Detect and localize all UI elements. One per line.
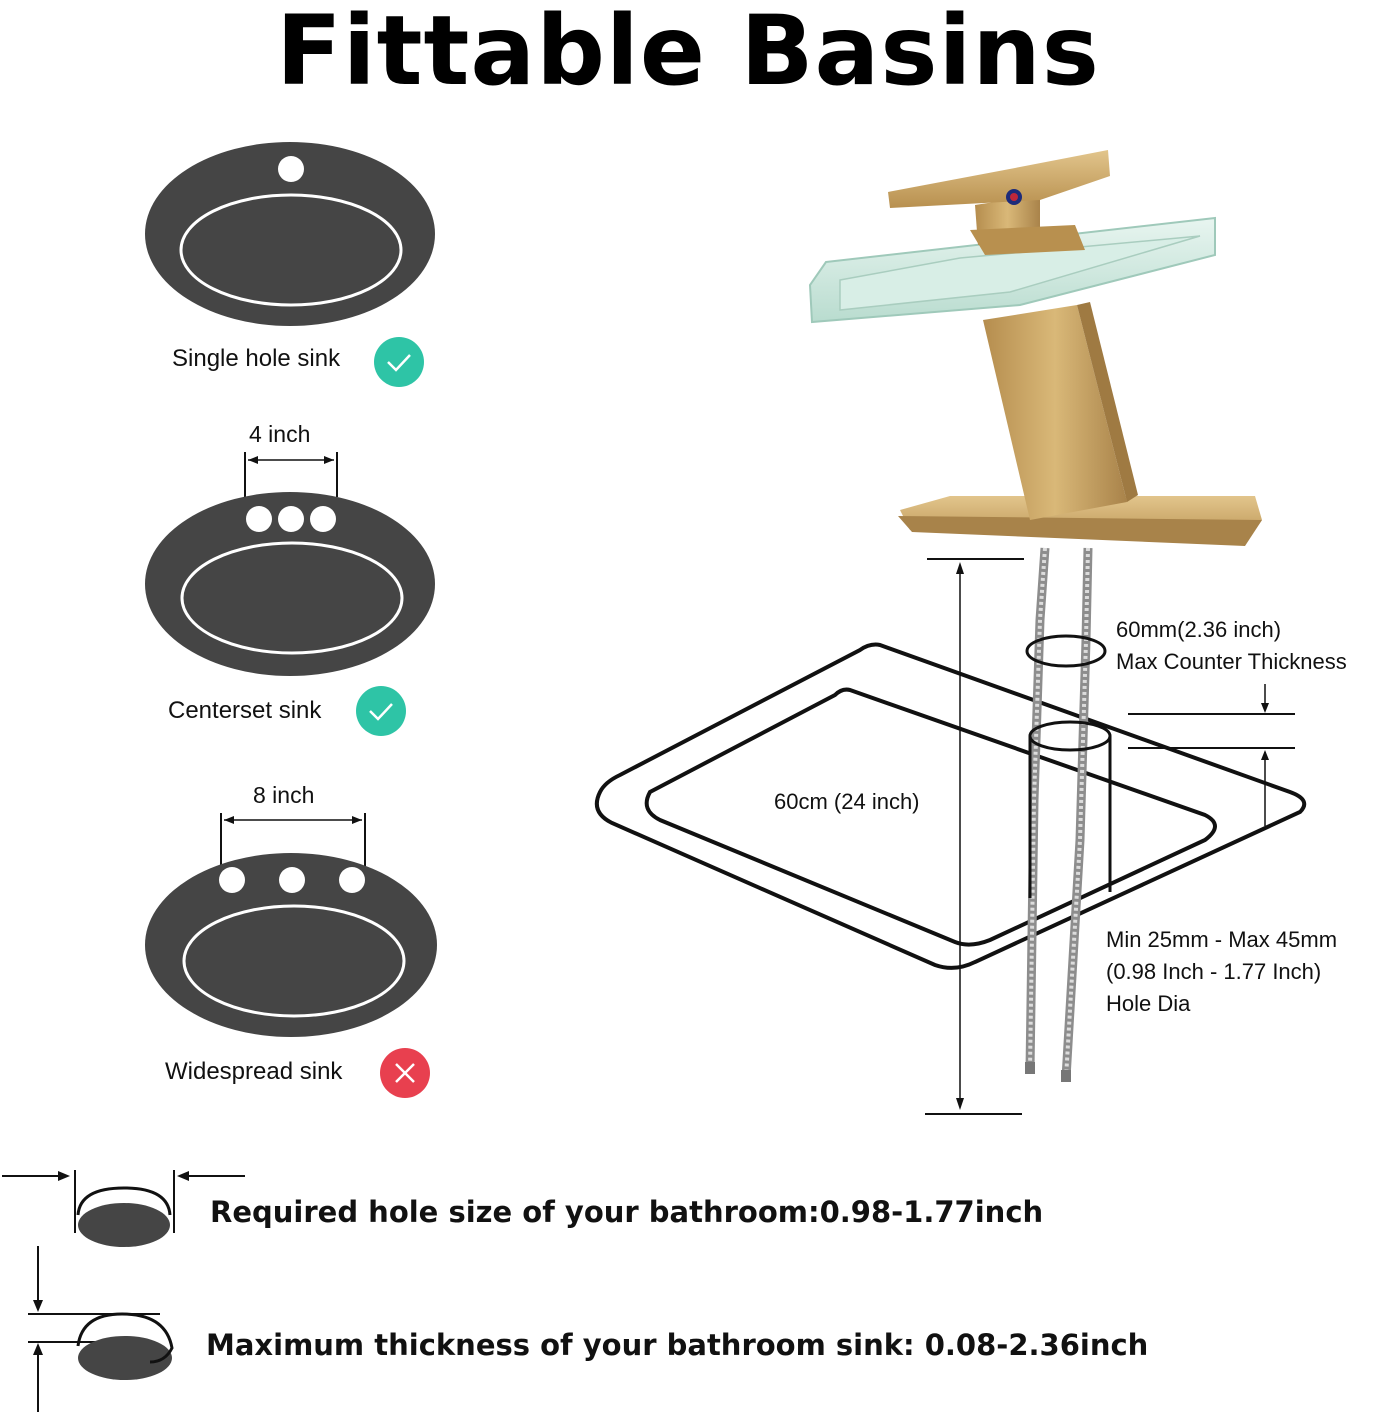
widespread-dimension-arrow <box>220 813 366 868</box>
check-icon <box>356 686 406 736</box>
hole-dia-label: Min 25mm - Max 45mm (0.98 Inch - 1.77 In… <box>1106 924 1337 1020</box>
faucet-installation-diagram <box>595 150 1307 1115</box>
widespread-sink-label: Widespread sink <box>165 1058 343 1085</box>
hole-dia-caption: Hole Dia <box>1106 991 1191 1016</box>
sink-thickness-requirement: Maximum thickness of your bathroom sink:… <box>206 1328 1149 1362</box>
hole-dia-range-mm: Min 25mm - Max 45mm <box>1106 927 1338 952</box>
page-title: Fittable Basins <box>276 0 1100 107</box>
centerset-spacing-label: 4 inch <box>249 421 311 447</box>
single-hole-sink-illustration <box>145 142 435 326</box>
centerset-sink-illustration <box>145 492 435 676</box>
hole-size-requirement: Required hole size of your bathroom:0.98… <box>210 1195 1044 1229</box>
widespread-spacing-label: 8 inch <box>253 782 315 808</box>
check-icon <box>374 337 424 387</box>
centerset-sink-label: Centerset sink <box>168 697 322 724</box>
counter-thickness-value: 60mm(2.36 inch) <box>1116 617 1282 642</box>
counter-thickness-label: 60mm(2.36 inch) Max Counter Thickness <box>1116 614 1347 678</box>
single-hole-sink-label: Single hole sink <box>172 345 341 372</box>
widespread-sink-illustration <box>145 853 437 1037</box>
hole-dia-range-inch: (0.98 Inch - 1.77 Inch) <box>1106 959 1322 984</box>
centerset-dimension-arrow <box>244 452 338 497</box>
counter-thickness-caption: Max Counter Thickness <box>1116 649 1347 674</box>
sink-thickness-icon <box>28 1246 174 1412</box>
cross-icon <box>380 1048 430 1098</box>
hose-length-label: 60cm (24 inch) <box>774 789 920 814</box>
hole-size-icon <box>2 1170 245 1247</box>
